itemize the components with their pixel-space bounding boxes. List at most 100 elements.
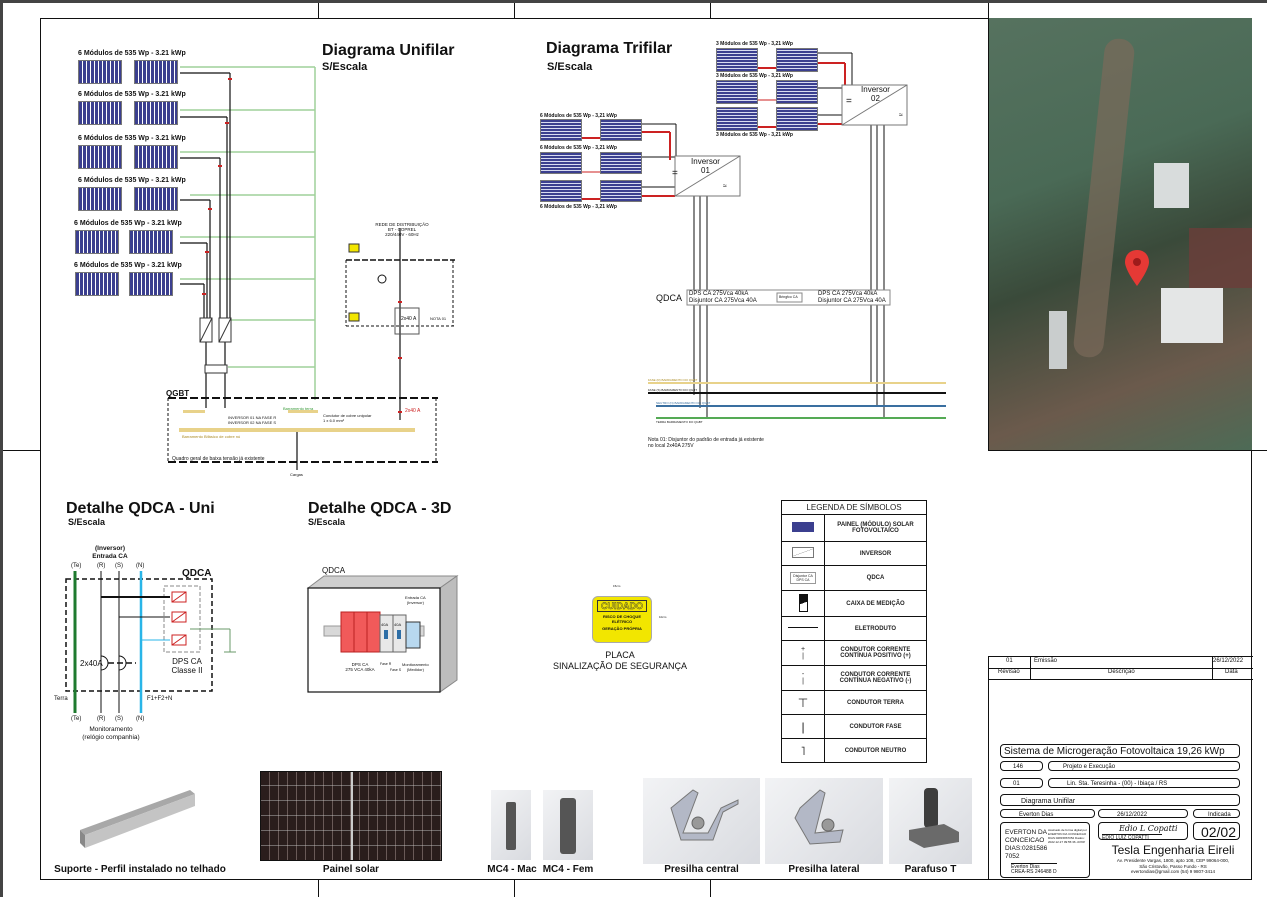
spec-line: DPS CA 275Vca 40kA bbox=[689, 291, 749, 297]
project-phase: Projeto e Execução bbox=[1048, 761, 1240, 771]
sign-header: CUIDADO bbox=[597, 600, 647, 612]
author: Everton Dias bbox=[1000, 809, 1095, 818]
grid-label: REDE DE DISTRIBUIÇÃO BT - COPREL 220/440… bbox=[372, 222, 432, 237]
terminal: (S) bbox=[115, 716, 123, 722]
detail-uni-scale: S/Escala bbox=[68, 517, 106, 527]
qgbt-note: Quadro geral de baixa tensão já existent… bbox=[172, 456, 265, 462]
qdca-mid: Bringfco CA bbox=[779, 295, 798, 299]
sheet-number: 02/02 bbox=[1193, 822, 1240, 840]
rev-header: Data bbox=[1225, 669, 1238, 675]
qgbt-label: QGBT bbox=[166, 389, 190, 398]
drawing-name: Diagrama Unifilar bbox=[1000, 794, 1240, 806]
ac-symbol: ≈ bbox=[899, 112, 903, 119]
pv-module bbox=[134, 187, 178, 211]
map-pin-icon[interactable] bbox=[1125, 250, 1149, 286]
label-line: (Medidor) bbox=[406, 667, 424, 672]
legend-label: QDCA bbox=[824, 565, 927, 591]
inverter-number: 01 bbox=[701, 166, 710, 175]
ground-conductor-icon: ⊤ bbox=[781, 690, 825, 715]
mc4-female-image bbox=[543, 790, 593, 860]
left-band bbox=[0, 0, 3, 897]
inverter-number: 02 bbox=[871, 94, 880, 103]
frame-tick bbox=[710, 3, 711, 18]
client-box: Edio L Copatti EDIO LUIZ COPATTI bbox=[1098, 822, 1188, 841]
site-satellite-map[interactable] bbox=[989, 18, 1252, 450]
grid-label-line: REDE DE DISTRIBUIÇÃO bbox=[375, 222, 429, 227]
top-band bbox=[0, 0, 1267, 3]
sign-height-dim: 10cm bbox=[659, 615, 667, 619]
string-label: 6 Módulos de 535 Wp - 3.21 kWp bbox=[78, 91, 186, 98]
string-label: 3 Módulos de 535 Wp - 3,21 kWp bbox=[716, 132, 793, 138]
rev-divider bbox=[1212, 657, 1213, 679]
label-line: (Inversor) bbox=[406, 600, 424, 605]
rev-num: 01 bbox=[1006, 658, 1013, 664]
label-line: Classe II bbox=[171, 666, 203, 675]
pv-module bbox=[776, 107, 818, 131]
sign-width-dim: 15cm bbox=[613, 584, 621, 588]
breaker-rating: 40A bbox=[394, 622, 402, 627]
terminal: (Te) bbox=[71, 716, 82, 722]
side-clamp-image bbox=[765, 778, 883, 864]
component-caption: MC4 - Fem bbox=[542, 864, 594, 875]
grid-label-line: BT - COPREL bbox=[387, 227, 417, 232]
sheet-code: 01 bbox=[1000, 778, 1043, 788]
legend-label: ELETRODUTO bbox=[824, 616, 927, 641]
terminal: (N) bbox=[136, 563, 145, 569]
unifilar-title: Diagrama Unifilar bbox=[322, 42, 455, 59]
spec-line: Disjuntor CA 275Vca 40A bbox=[689, 298, 757, 304]
pv-module bbox=[540, 180, 582, 202]
string-label: 6 Módulos de 535 Wp - 3.21 kWp bbox=[74, 262, 182, 269]
entrada-label: Entrada CA (Inversor) bbox=[405, 595, 426, 605]
qdca-3d-label: QDCA bbox=[322, 566, 346, 575]
label-line: 275 VCA 40kA bbox=[345, 667, 375, 672]
dc-symbol: = bbox=[846, 96, 852, 107]
pv-module bbox=[600, 152, 642, 174]
icon-text: Disjuntor CA bbox=[793, 574, 813, 578]
frame-tick bbox=[1252, 450, 1267, 451]
caption-line: PLACA bbox=[605, 650, 635, 660]
drawing-scale: Indicada bbox=[1193, 809, 1240, 818]
legend-label: CONDUTOR TERRA bbox=[824, 690, 927, 715]
string-label: 6 Módulos de 535 Wp - 3.21 kWp bbox=[78, 135, 186, 142]
legend-label: CONDUTOR FASE bbox=[824, 714, 927, 739]
bus-label: NEUTRO (N) BARRAMENTO DO QGBT bbox=[656, 401, 711, 405]
label-line: Monitoramento bbox=[402, 662, 429, 667]
string-label: 3 Módulos de 535 Wp - 3,21 kWp bbox=[716, 41, 793, 47]
legend-icon-cell bbox=[781, 616, 825, 641]
system-title: Sistema de Microgeração Fotovoltaica 19,… bbox=[1000, 744, 1240, 758]
phase-r-label: Fase R bbox=[380, 662, 392, 666]
pv-module bbox=[78, 187, 122, 211]
revision-row: 01 Emissão 26/12/2022 bbox=[988, 657, 1253, 669]
string-label: 6 Módulos de 535 Wp - 3,21 kWp bbox=[540, 145, 617, 151]
client-name: EDIO LUIZ COPATTI bbox=[1102, 834, 1162, 841]
map-building bbox=[1161, 288, 1223, 343]
bus-label: FASE (S) BARRAMENTO DO QGBT bbox=[648, 388, 698, 392]
caption-line: SINALIZAÇÃO DE SEGURANÇA bbox=[552, 661, 688, 671]
meter-box-icon bbox=[798, 593, 808, 612]
loads-label: Cargas bbox=[290, 472, 303, 477]
pv-module bbox=[78, 145, 122, 169]
frame-tick bbox=[3, 450, 40, 451]
grid-label-line: 220/440V - 60Hz bbox=[385, 232, 419, 237]
note-ref: NOTA 01 bbox=[430, 316, 447, 321]
central-clamp-image bbox=[643, 778, 760, 864]
terminal: (N) bbox=[136, 716, 145, 722]
company-address: Av. Presidente Vargas, 1800, apto 108, C… bbox=[1098, 858, 1248, 875]
detail-uni-title: Detalhe QDCA - Uni bbox=[66, 500, 215, 517]
drawing-date: 26/12/2022 bbox=[1098, 809, 1188, 818]
inverter-phase: INVERSOR 01 NA FASE R bbox=[228, 415, 277, 420]
terminal: (Te) bbox=[71, 563, 82, 569]
trifilar-title: Diagrama Trifilar bbox=[546, 40, 673, 57]
sig-line: 7052 bbox=[1005, 853, 1020, 860]
sign-line: GERAÇÃO PRÓPRIA bbox=[602, 626, 642, 631]
ac-symbol: ≈ bbox=[723, 183, 727, 190]
ground-wires bbox=[180, 66, 316, 400]
detail-3d-scale: S/Escala bbox=[308, 517, 346, 527]
pv-module bbox=[600, 119, 642, 141]
pv-module bbox=[75, 230, 119, 254]
bus-label: TERRA BARRAMENTO DO QGBT bbox=[656, 420, 703, 424]
crea: Everton Dias CREA-RS 246488 D bbox=[1011, 863, 1057, 875]
trifilar-scale: S/Escala bbox=[547, 61, 593, 73]
